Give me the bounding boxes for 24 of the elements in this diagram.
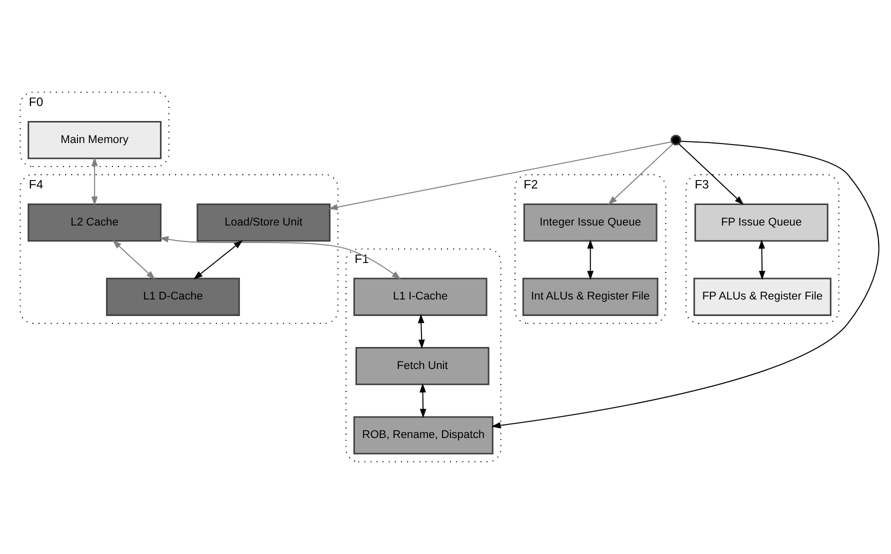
node-box: Integer Issue Queue (523, 203, 658, 242)
arrow (418, 314, 425, 349)
node-box: FP Issue Queue (694, 203, 828, 242)
node-box: FP ALUs & Register File (693, 278, 832, 316)
node-box: L1 I-Cache (353, 278, 488, 316)
node-box: Main Memory (28, 120, 162, 160)
arrow (587, 240, 594, 280)
arrow (112, 240, 156, 280)
arrow (678, 143, 744, 205)
arrow (194, 240, 243, 280)
arrow (159, 236, 401, 280)
node-circle (670, 134, 682, 146)
arrow (91, 157, 98, 206)
node-box: Int ALUs & Register File (522, 278, 658, 316)
node-box: ROB, Rename, Dispatch (353, 416, 494, 454)
node-box: L1 D-Cache (106, 278, 240, 316)
arrow (758, 240, 766, 280)
arrow (328, 141, 672, 210)
node-box: Fetch Unit (355, 347, 490, 386)
arrow (491, 140, 880, 429)
arrow (420, 383, 426, 418)
node-box: L2 Cache (28, 203, 162, 242)
arrow (608, 143, 674, 205)
node-box: Load/Store Unit (196, 203, 331, 242)
